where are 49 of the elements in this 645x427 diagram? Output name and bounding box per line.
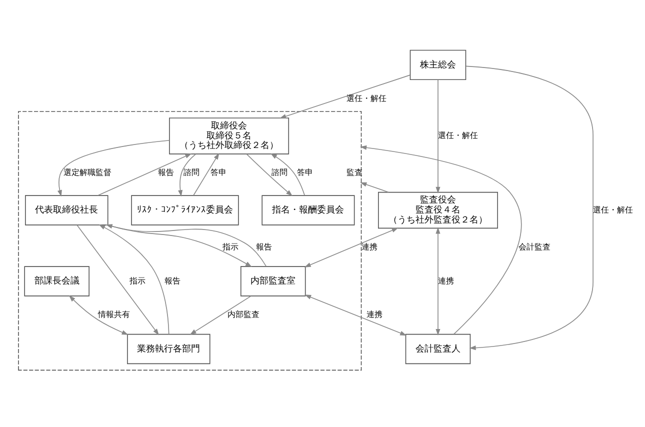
edge-label: 選任・解任 [346, 92, 387, 103]
edge-label: 報告 [158, 167, 174, 178]
arrow [360, 182, 389, 193]
arrow [246, 154, 293, 196]
arrow [304, 294, 407, 336]
arrow [98, 224, 170, 335]
edge-label: 答申 [210, 167, 226, 178]
arrow [190, 296, 252, 335]
edge-label: 連携 [366, 309, 382, 320]
arrow [68, 295, 128, 335]
arrow [193, 152, 220, 196]
arrow [436, 227, 440, 336]
node-box: 取締役会 取締役５名 （うち社外取締役２名） [169, 118, 290, 154]
edge-label: 諮問 [272, 167, 288, 178]
edge-label: 選任・解任 [438, 130, 478, 140]
node-box: 部課長会議 [24, 266, 90, 296]
edge-label: 会計監査 [518, 241, 550, 252]
arrow [436, 79, 440, 194]
node-box: 会計監査人 [405, 334, 471, 364]
node-box: 指名・報酬委員会 [262, 195, 355, 226]
edge-label: 答申 [296, 167, 313, 178]
arrow [178, 154, 196, 197]
node-box: 業務執行各部門 [127, 334, 210, 364]
cluster [18, 111, 362, 371]
arrow [280, 74, 410, 118]
node-box: 内部監査室 [240, 266, 306, 296]
edge-label: 連携 [438, 275, 454, 286]
node-box: 代表取締役社長 [25, 195, 108, 226]
arrow [58, 140, 170, 197]
edge-label: 情報共有 [98, 309, 130, 320]
arrow [466, 66, 594, 350]
node-box: 監査役会 監査役４名 （うち社外監査役２名） [378, 192, 498, 229]
edge-label: 選定解職監督 [63, 167, 112, 178]
arrow [270, 153, 305, 196]
arrow [304, 228, 398, 268]
node-box: ﾘｽｸ・ｺﾝﾌﾟﾗｲｱﾝｽ委員会 [131, 195, 239, 226]
edge-label: 諮問 [184, 167, 200, 178]
edge-label: 監査 [346, 167, 363, 178]
arrow [76, 224, 159, 336]
arrow [97, 154, 192, 196]
edge-label: 報告 [164, 275, 181, 286]
node-box: 株主総会 [410, 50, 466, 80]
arrow [360, 145, 522, 335]
edge-label: 選任・解任 [593, 204, 634, 214]
edge-label: 連携 [361, 241, 378, 252]
edge-label: 指示 [130, 275, 146, 286]
edge-label: 報告 [256, 241, 272, 252]
edge-label: 指示 [222, 241, 239, 252]
edge-label: 内部監査 [228, 309, 260, 320]
